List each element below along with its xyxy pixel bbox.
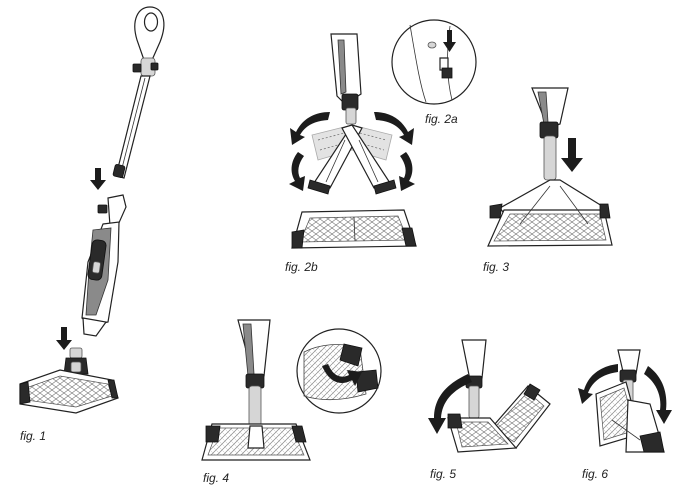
pad-lifting — [447, 383, 551, 453]
pad-flipped — [595, 381, 665, 453]
rotate-arrow-icon — [374, 112, 414, 145]
handle-pole — [237, 319, 271, 427]
fig-2a-release-button-detail: fig. 2a — [391, 19, 477, 126]
handle-grip — [132, 6, 165, 77]
rotate-arrow-icon — [290, 112, 330, 145]
press-arrow-icon — [443, 30, 456, 52]
pad-corner-inset — [296, 328, 382, 414]
fig-6-caption: fig. 6 — [582, 467, 608, 481]
mop-frame-on-pad — [487, 179, 613, 247]
fig-6-pad-flip: fig. 6 — [578, 349, 672, 481]
frame-folded — [307, 124, 397, 195]
down-arrow-icon — [56, 327, 72, 350]
handle-pole — [531, 87, 569, 181]
rotate-arrow-icon — [399, 152, 415, 191]
fig-3-attach-pad: fig. 3 — [483, 87, 613, 274]
rotate-arrow-icon — [644, 366, 672, 424]
cleaning-pad — [291, 209, 417, 249]
down-arrow-icon — [561, 138, 583, 172]
main-body-unit — [81, 194, 127, 337]
fig-3-caption: fig. 3 — [483, 260, 509, 274]
curved-arrow-icon — [322, 364, 362, 386]
mop-head-on-pad — [201, 423, 311, 461]
rotate-arrow-icon — [578, 364, 618, 404]
rotate-arrow-icon — [289, 152, 305, 191]
fig-2b-caption: fig. 2b — [285, 260, 318, 274]
curved-arrow-icon — [428, 374, 472, 434]
handle-pole — [330, 33, 362, 125]
fig-1-caption: fig. 1 — [20, 429, 46, 443]
down-arrow-icon — [90, 168, 106, 190]
mop-head — [19, 347, 119, 414]
fig-5-caption: fig. 5 — [430, 467, 456, 481]
fig-5-pad-unfold: fig. 5 — [428, 339, 551, 481]
handle-pole — [112, 75, 151, 179]
fig-2a-caption: fig. 2a — [425, 112, 458, 126]
handle-pole — [461, 339, 487, 419]
fig-2b-mop-head-folding: fig. 2b — [285, 33, 417, 274]
fig-4-pad-corner-secure: fig. 4 — [201, 319, 382, 485]
fig-4-caption: fig. 4 — [203, 471, 229, 485]
fig-1-steam-mop-assembly — [19, 6, 165, 414]
